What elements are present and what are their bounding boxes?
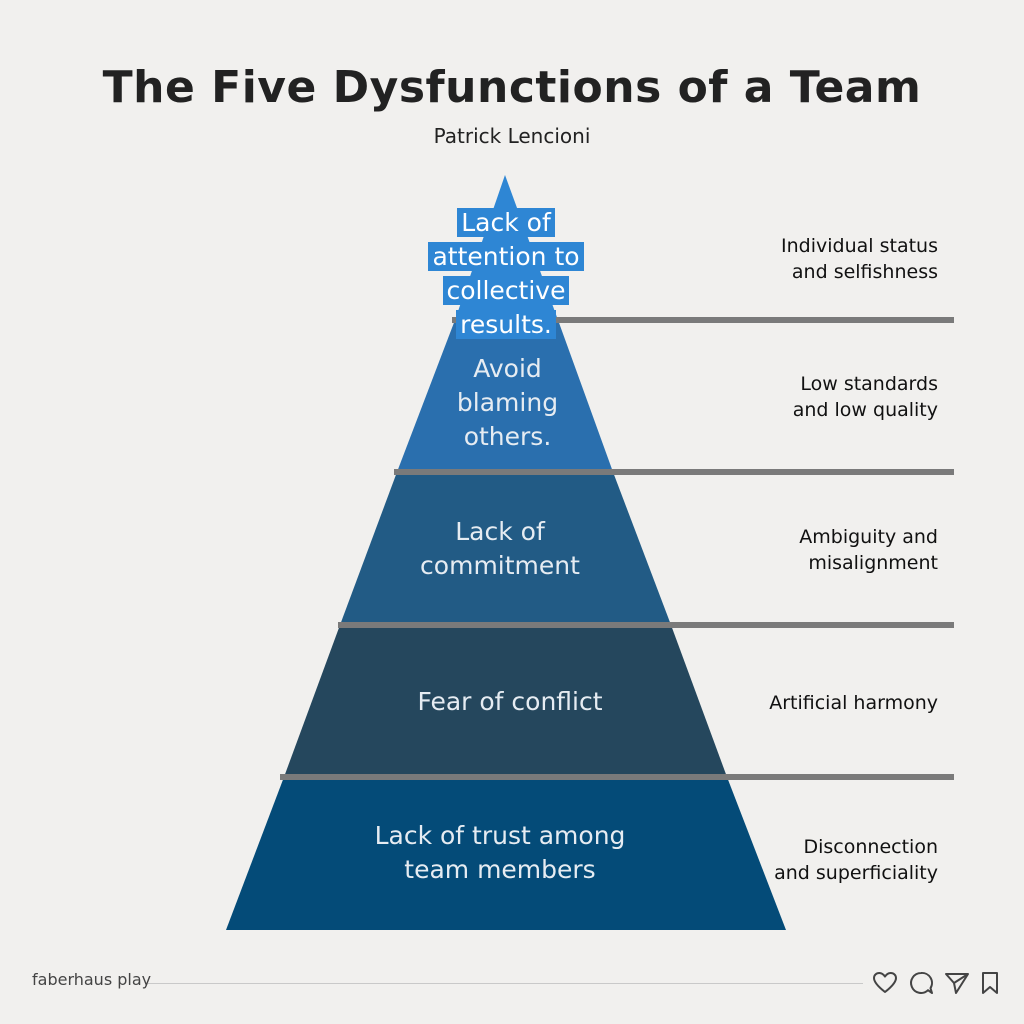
layer-label-4: Fear of conflict bbox=[417, 687, 603, 716]
consequence-label-2: Low standards and low quality bbox=[792, 373, 938, 421]
pyramid-layer-3 bbox=[340, 472, 671, 625]
layer-label-top: Lack of attention to collective results. bbox=[400, 206, 612, 342]
comment-icon[interactable] bbox=[908, 970, 934, 996]
layer-label-2: Avoid blaming others. bbox=[456, 354, 559, 451]
page-title: The Five Dysfunctions of a Team bbox=[102, 62, 922, 113]
pyramid-layer-4 bbox=[284, 625, 727, 777]
divider-line-4 bbox=[280, 774, 954, 780]
bookmark-icon[interactable] bbox=[980, 971, 1000, 995]
pyramid-layer-base bbox=[226, 777, 786, 930]
pyramid-layer-2 bbox=[397, 320, 613, 472]
send-icon[interactable] bbox=[944, 971, 970, 995]
divider-line-2 bbox=[394, 469, 954, 475]
brand-logo: faberhaus play bbox=[32, 970, 152, 989]
consequence-label-1: Individual status and selfishness bbox=[781, 235, 938, 283]
consequence-label-4: Artificial harmony bbox=[769, 692, 938, 714]
layer-label-base: Lack of trust among team members bbox=[374, 821, 626, 884]
heart-icon[interactable] bbox=[872, 971, 898, 995]
page-subtitle: Patrick Lencioni bbox=[433, 124, 591, 148]
consequence-label-3: Ambiguity and misalignment bbox=[799, 526, 938, 574]
consequence-label-5: Disconnection and superficiality bbox=[774, 836, 938, 884]
social-actions bbox=[872, 968, 1000, 998]
footer-divider bbox=[148, 983, 863, 984]
layer-label-3: Lack of commitment bbox=[420, 517, 580, 580]
layer-label-text: Lack of attention to collective results. bbox=[428, 208, 584, 339]
divider-line-1 bbox=[452, 317, 954, 323]
divider-line-3 bbox=[338, 622, 954, 628]
